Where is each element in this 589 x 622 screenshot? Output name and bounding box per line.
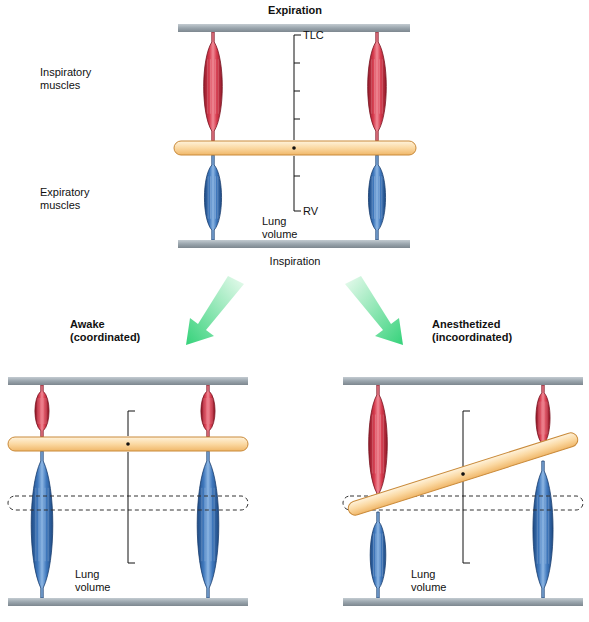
- lung-bar: [8, 437, 248, 451]
- muscle-striation: [210, 59, 211, 114]
- part-label: Inspiratory muscles: [40, 66, 120, 92]
- muscle-striation: [38, 398, 39, 424]
- muscle-striation: [218, 59, 219, 114]
- part-label: Lung volume: [262, 215, 302, 241]
- muscle-striation: [215, 176, 216, 219]
- muscle-striation: [45, 488, 46, 562]
- muscle-spindle: [35, 385, 49, 437]
- fixed-plate: [343, 377, 583, 385]
- muscle-spindle: [204, 32, 223, 141]
- muscle-striation: [381, 176, 382, 219]
- muscle-striation: [382, 59, 383, 114]
- muscle-striation: [537, 495, 538, 564]
- muscle-striation: [38, 488, 39, 562]
- muscle-striation: [204, 488, 205, 562]
- muscle-spindle: [201, 385, 215, 437]
- muscle-striation: [373, 534, 374, 577]
- muscle-striation: [210, 176, 211, 219]
- muscle-striation: [380, 534, 381, 577]
- muscle-striation: [372, 415, 373, 474]
- transition-arrow: [186, 276, 244, 345]
- muscle-striation: [374, 176, 375, 219]
- part-label: Lung volume: [75, 568, 120, 594]
- muscle-striation: [204, 398, 205, 424]
- muscle-spindle: [370, 512, 386, 598]
- volume-scale: [128, 411, 135, 563]
- muscle-striation: [383, 415, 384, 474]
- muscle-spindle: [368, 155, 385, 240]
- muscle-striation: [548, 495, 549, 564]
- muscle-striation: [380, 415, 381, 474]
- muscle-striation: [375, 415, 376, 474]
- volume-scale: [463, 411, 470, 563]
- muscle-striation: [207, 59, 208, 114]
- muscle-striation: [540, 495, 541, 564]
- transition-arrow: [345, 276, 403, 345]
- muscle-striation: [546, 402, 547, 435]
- muscle-striation: [40, 398, 41, 424]
- fixed-plate: [343, 598, 583, 606]
- muscle-striation: [545, 495, 546, 564]
- muscle-striation: [45, 398, 46, 424]
- panel-heading: Anesthetized (incoordinated): [432, 318, 527, 344]
- fixed-plate: [178, 240, 410, 248]
- muscle-striation: [375, 534, 376, 577]
- muscle-striation: [217, 176, 218, 219]
- muscle-striation: [48, 488, 49, 562]
- muscle-striation: [215, 59, 216, 114]
- fixed-plate: [8, 598, 248, 606]
- muscle-spindle: [31, 451, 53, 598]
- muscle-striation: [43, 398, 44, 424]
- fixed-plate: [178, 24, 410, 32]
- muscle-striation: [371, 59, 372, 114]
- muscle-striation: [201, 488, 202, 562]
- muscle-spindle: [369, 385, 388, 503]
- panel-heading: Awake (coordinated): [70, 318, 160, 344]
- muscle-striation: [374, 59, 375, 114]
- fixed-plate: [8, 377, 248, 385]
- muscle-striation: [372, 176, 373, 219]
- muscle-spindle: [533, 461, 553, 598]
- lung-bar: [174, 141, 416, 155]
- muscle-striation: [208, 176, 209, 219]
- part-label: Lung volume: [411, 568, 456, 594]
- muscle-striation: [541, 402, 542, 435]
- muscle-striation: [382, 534, 383, 577]
- muscle-spindle: [204, 155, 221, 240]
- muscle-striation: [211, 488, 212, 562]
- muscle-striation: [539, 402, 540, 435]
- muscle-striation: [379, 59, 380, 114]
- muscle-striation: [211, 398, 212, 424]
- muscle-striation: [544, 402, 545, 435]
- muscle-striation: [35, 488, 36, 562]
- panel-heading: Expiration: [240, 4, 350, 17]
- muscle-spindle: [197, 451, 219, 598]
- muscle-striation: [209, 398, 210, 424]
- part-label: Expiratory muscles: [40, 186, 120, 212]
- volume-scale: [294, 35, 301, 211]
- lung-bar: [347, 431, 580, 517]
- muscle-striation: [206, 398, 207, 424]
- muscle-spindle: [368, 32, 387, 141]
- part-label: Inspiration: [245, 255, 345, 268]
- muscle-striation: [379, 176, 380, 219]
- part-label: TLC: [303, 29, 343, 42]
- part-label: RV: [303, 205, 343, 218]
- muscle-striation: [214, 488, 215, 562]
